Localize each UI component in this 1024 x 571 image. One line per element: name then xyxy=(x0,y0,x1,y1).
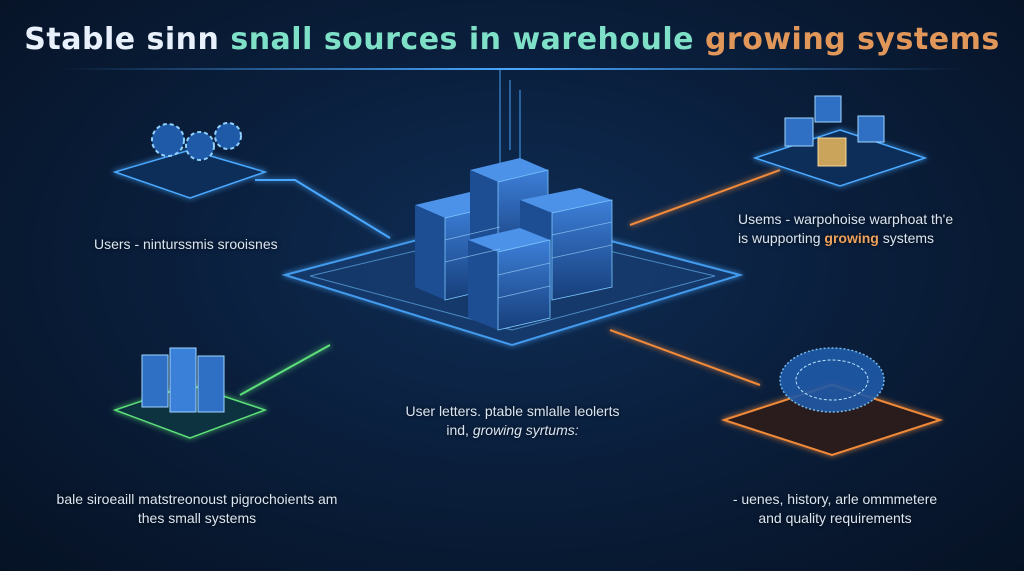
building-icon xyxy=(197,355,225,413)
diagram-title: Stable sinn snall sources in warehoule g… xyxy=(0,22,1024,57)
title-part-2: snall sources in warehoule xyxy=(230,22,705,57)
node-top-left xyxy=(112,122,268,199)
label-top-left-text: Users - ninturssmis srooisnes xyxy=(94,236,278,252)
title-part-3: growing systems xyxy=(704,22,1000,57)
label-center-line2: ind, growing syrtums: xyxy=(446,422,579,438)
server-rack-lines xyxy=(444,221,613,299)
building-icon xyxy=(141,354,169,408)
gear-icon xyxy=(151,123,185,157)
connector-lines xyxy=(239,169,781,396)
data-cube-icon xyxy=(784,117,814,147)
central-server-cluster xyxy=(415,158,613,331)
label-top-right: Usems - warpohoise warphoat th'e is wupp… xyxy=(738,210,953,248)
building-icon xyxy=(169,347,197,413)
top-signal-lines xyxy=(499,70,521,165)
gear-icon xyxy=(185,131,215,161)
node-bottom-right xyxy=(720,347,944,457)
data-cube-icon xyxy=(857,115,885,143)
data-cube-icon xyxy=(814,95,842,123)
label-bottom-left-line1: bale siroeaill matstreonoust pigrochoien… xyxy=(56,491,338,507)
label-top-right-line2: is wupporting growing systems xyxy=(738,230,935,246)
label-center: User letters. ptable smlalle leolerts in… xyxy=(370,402,655,440)
node-bottom-left xyxy=(112,347,268,439)
server-stack xyxy=(468,228,551,331)
label-bottom-right-line2: and quality requirements xyxy=(758,510,912,526)
title-part-1: Stable sinn xyxy=(24,22,231,57)
label-bottom-left: bale siroeaill matstreonoust pigrochoien… xyxy=(32,490,362,528)
gear-icon xyxy=(214,122,242,150)
node-top-right xyxy=(752,95,928,187)
label-bottom-right: - uenes, history, arle ommmetere and qua… xyxy=(700,490,970,528)
label-top-right-line1: Usems - warpohoise warphoat th'e xyxy=(738,211,954,227)
data-cube-icon xyxy=(817,137,847,167)
label-bottom-right-line1: - uenes, history, arle ommmetere xyxy=(732,491,938,507)
title-underline xyxy=(60,68,964,70)
network-mesh-icon xyxy=(779,347,885,413)
label-bottom-left-line2: thes small systems xyxy=(137,510,257,526)
label-top-left: Users - ninturssmis srooisnes xyxy=(94,235,278,254)
label-center-line1: User letters. ptable smlalle leolerts xyxy=(405,403,620,419)
